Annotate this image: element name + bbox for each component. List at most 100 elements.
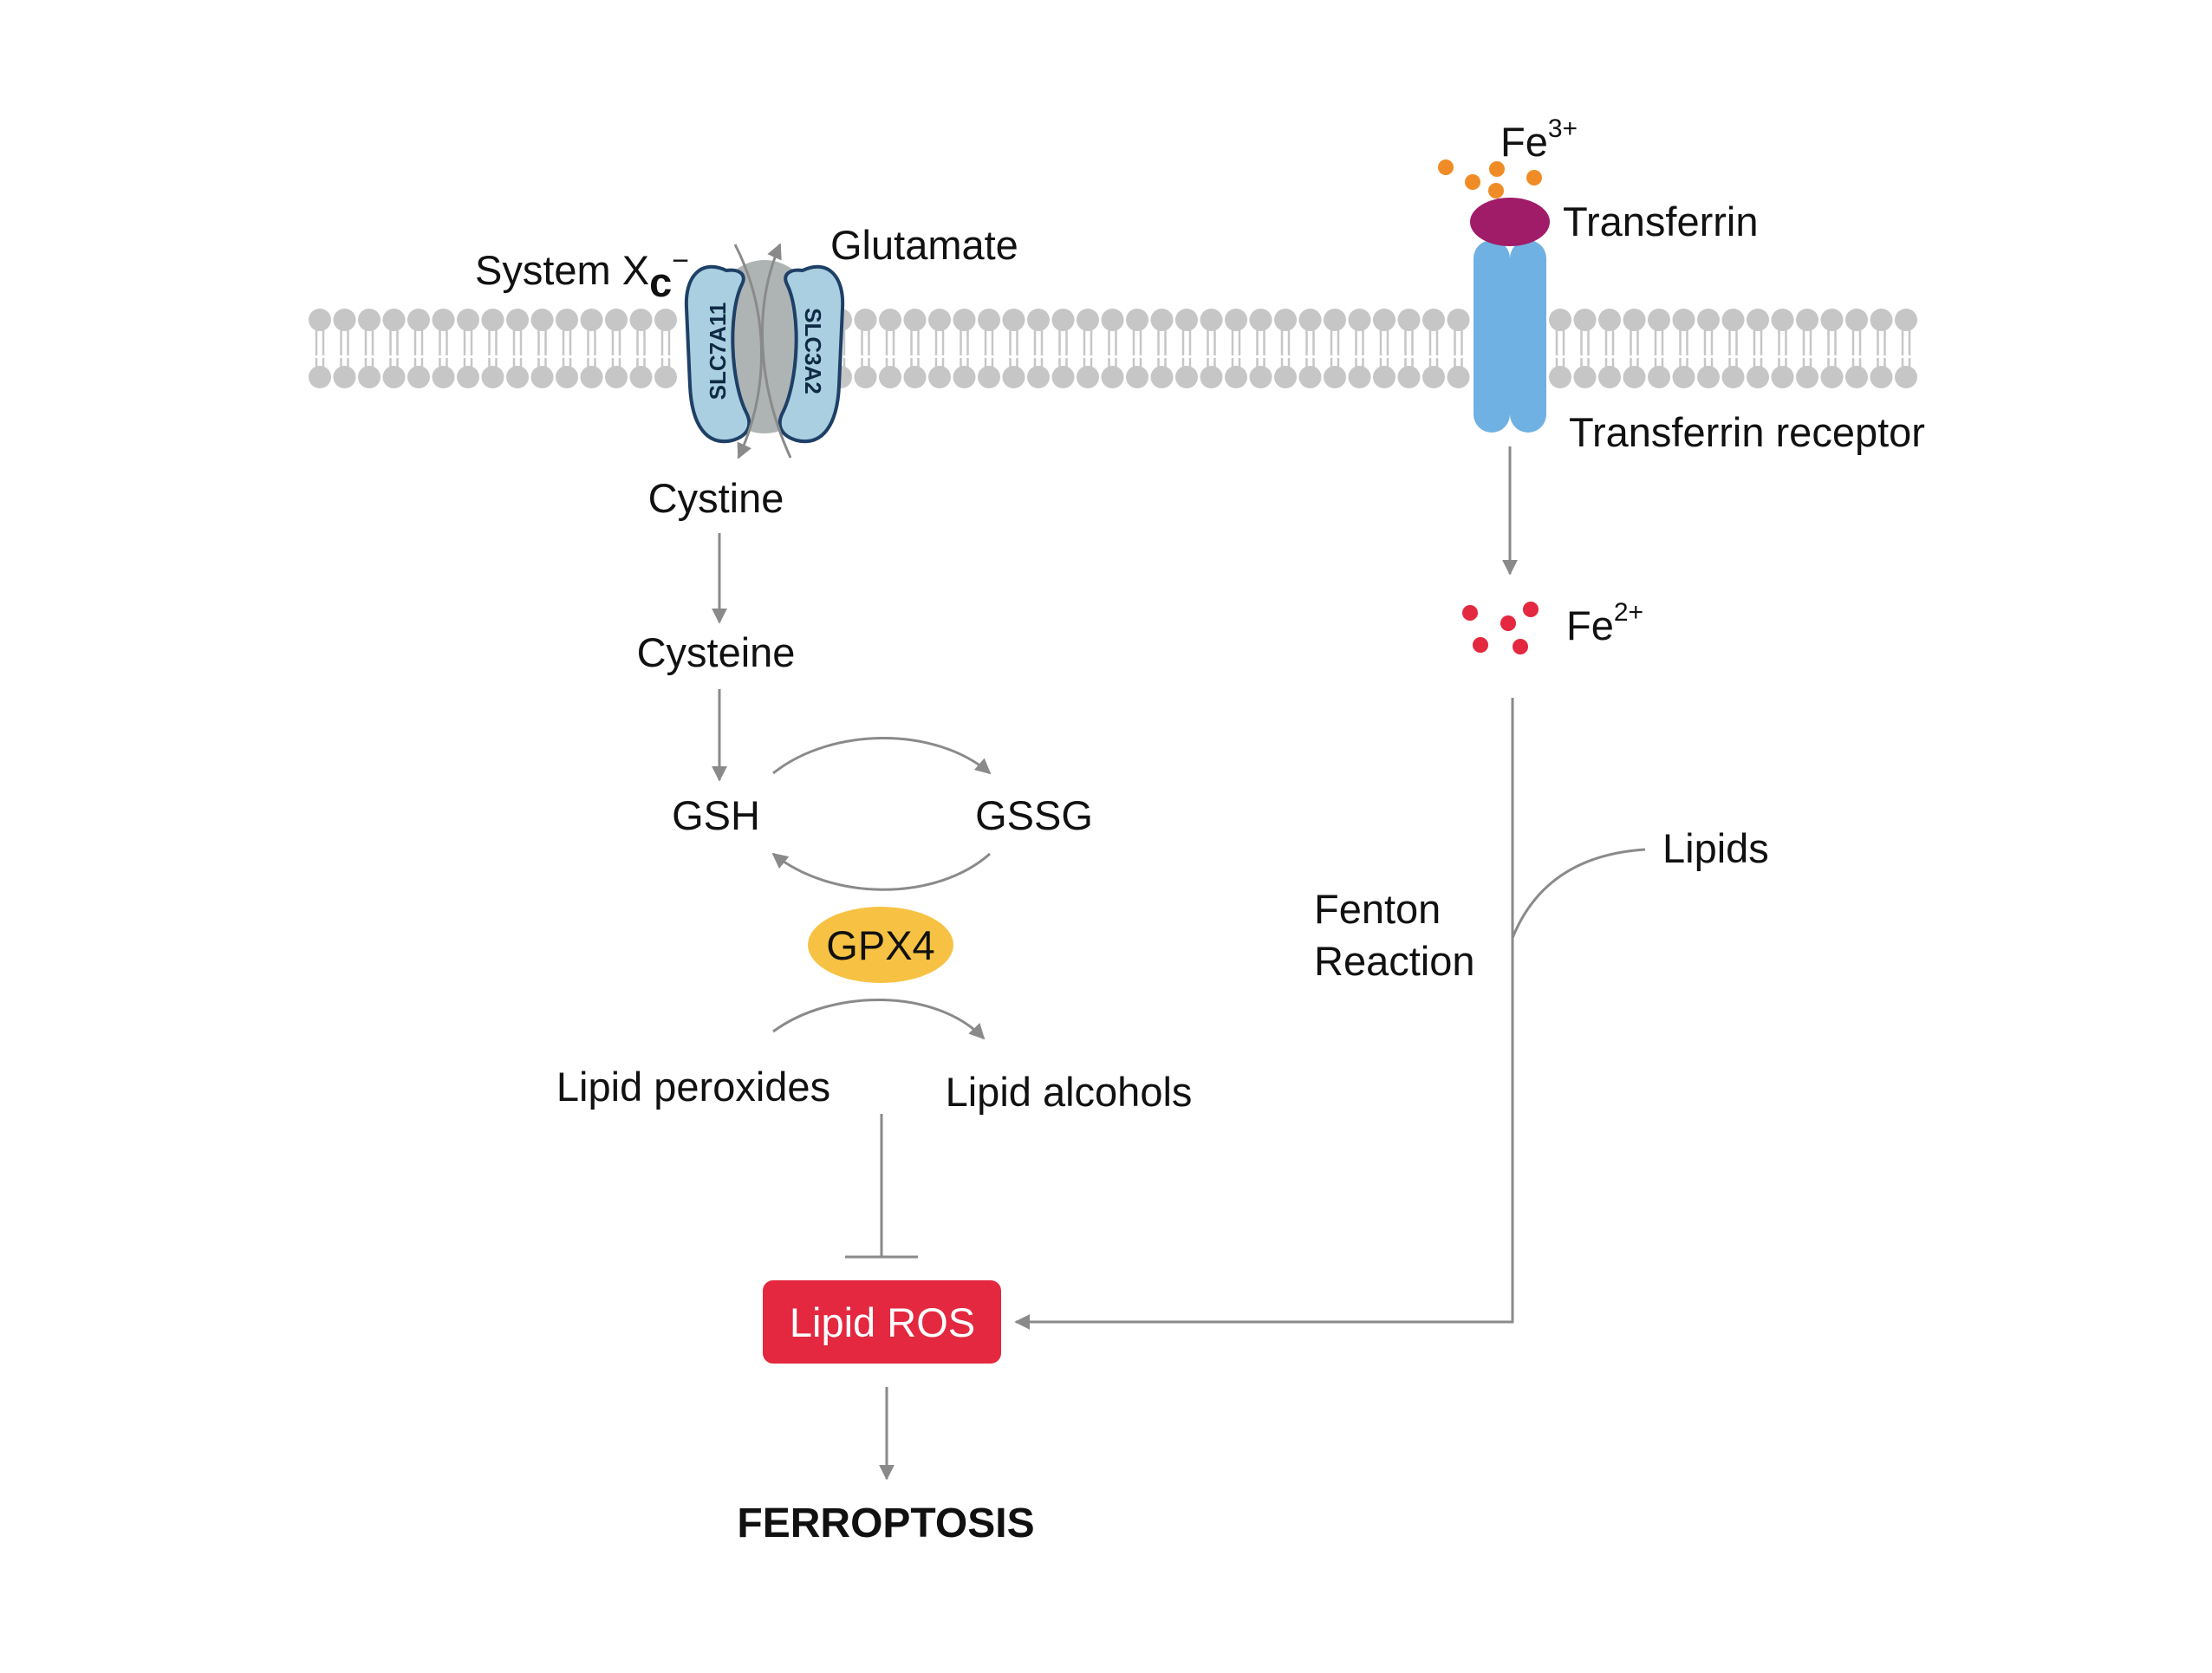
lipid-head bbox=[407, 366, 430, 388]
lipid-head bbox=[903, 309, 927, 331]
lipid-head bbox=[854, 309, 877, 331]
lipid-head bbox=[530, 309, 554, 331]
lipid-head bbox=[953, 366, 976, 388]
lipid-head bbox=[654, 309, 677, 331]
lipid-head bbox=[1324, 309, 1346, 331]
lipid-head bbox=[382, 309, 406, 331]
lipid-head bbox=[1373, 309, 1396, 331]
lipid-head bbox=[1348, 366, 1371, 388]
slc7a11-subunit bbox=[684, 264, 751, 444]
fenton-line-2: Reaction bbox=[1314, 938, 1475, 984]
lipid-head bbox=[605, 309, 628, 331]
lipid-head bbox=[1324, 366, 1346, 388]
cysteine-label: Cysteine bbox=[637, 629, 796, 675]
lipid-head bbox=[1051, 366, 1075, 388]
lipid-head bbox=[1249, 309, 1272, 331]
iron-ion-dot bbox=[1500, 615, 1516, 631]
iron-ion-dot bbox=[1438, 159, 1454, 175]
fenton-reaction-label: Fenton Reaction bbox=[1314, 886, 1475, 984]
lipid-head bbox=[1126, 366, 1148, 388]
lipid-head bbox=[1549, 309, 1571, 331]
lipid-head bbox=[654, 366, 677, 388]
lipid-head bbox=[309, 366, 331, 388]
lipid-head bbox=[481, 309, 504, 331]
lipid-head bbox=[879, 366, 901, 388]
lipid-head bbox=[1274, 309, 1297, 331]
lipid-head bbox=[1175, 366, 1198, 388]
glutamate-label: Glutamate bbox=[830, 222, 1018, 268]
cell-membrane bbox=[309, 309, 1917, 388]
lipid-head bbox=[1200, 309, 1223, 331]
fe2-charge: 2+ bbox=[1614, 598, 1643, 627]
lipid-head bbox=[432, 366, 455, 388]
lipid-head bbox=[1101, 309, 1124, 331]
transferrin-receptor bbox=[1474, 240, 1546, 433]
lipid-head bbox=[1150, 366, 1174, 388]
peroxide-to-alcohol-arrow bbox=[772, 998, 986, 1040]
iron-ion-dot bbox=[1473, 637, 1488, 653]
iron-ion-dot bbox=[1513, 639, 1528, 654]
lipid-head bbox=[1820, 366, 1844, 388]
lipids-input-curve bbox=[1511, 848, 1646, 939]
lipid-head bbox=[580, 309, 603, 331]
lipid-head bbox=[481, 366, 504, 388]
lipid-head bbox=[978, 366, 1000, 388]
lipid-head bbox=[1672, 309, 1695, 331]
lipid-head bbox=[1697, 366, 1720, 388]
lipid-head bbox=[854, 366, 877, 388]
transferrin-receptor-label: Transferrin receptor bbox=[1569, 409, 1925, 455]
lipid-head bbox=[1721, 366, 1745, 388]
lipid-head bbox=[1598, 309, 1621, 331]
system-xc-transporter: SLC7A11 SLC3A2 bbox=[684, 243, 845, 459]
lipid-head bbox=[530, 366, 554, 388]
fe2-symbol: Fe bbox=[1566, 602, 1614, 648]
lipid-peroxides-label: Lipid peroxides bbox=[556, 1064, 830, 1110]
lipid-head bbox=[1845, 309, 1868, 331]
lipid-ros-box bbox=[763, 1280, 1001, 1364]
lipid-head bbox=[1225, 309, 1247, 331]
receptor-left-arm bbox=[1474, 240, 1510, 433]
lipid-head bbox=[1747, 309, 1769, 331]
lipid-head bbox=[1027, 309, 1050, 331]
lipid-head bbox=[1150, 309, 1174, 331]
lipids-label: Lipids bbox=[1662, 825, 1769, 871]
lipid-head bbox=[1051, 309, 1075, 331]
fenton-line-1: Fenton bbox=[1314, 886, 1441, 932]
lipid-head bbox=[1002, 309, 1025, 331]
system-xc-text: System X bbox=[475, 247, 649, 293]
iron-ion-dot bbox=[1523, 602, 1539, 617]
lipid-head bbox=[1796, 309, 1818, 331]
lipid-head bbox=[1573, 366, 1597, 388]
lipid-head bbox=[1648, 366, 1670, 388]
lipid-head bbox=[556, 309, 578, 331]
lipid-head bbox=[1274, 366, 1297, 388]
system-xc-superscript: − bbox=[672, 244, 689, 277]
cystine-label: Cystine bbox=[648, 475, 784, 521]
lipid-head bbox=[333, 309, 356, 331]
cystine-import-arrow bbox=[733, 244, 763, 459]
lipid-alcohols-label: Lipid alcohols bbox=[946, 1069, 1193, 1115]
ferroptosis-label: FERROPTOSIS bbox=[737, 1500, 1034, 1546]
lipid-head bbox=[1697, 309, 1720, 331]
lipid-head bbox=[1820, 309, 1844, 331]
lipid-head bbox=[506, 366, 529, 388]
gpx4-enzyme bbox=[808, 907, 953, 983]
lipid-head bbox=[903, 366, 927, 388]
iron-ion-dot bbox=[1526, 170, 1542, 186]
system-xc-label: System Xc− bbox=[475, 244, 689, 305]
lipid-head bbox=[928, 366, 951, 388]
lipid-head bbox=[556, 366, 578, 388]
lipid-head bbox=[1845, 366, 1868, 388]
lipid-head bbox=[1895, 309, 1917, 331]
lipid-head bbox=[457, 366, 479, 388]
slc3a2-label: SLC3A2 bbox=[800, 308, 826, 394]
lipid-head bbox=[1027, 366, 1050, 388]
iron-ion-dot bbox=[1488, 183, 1504, 199]
lipid-head bbox=[1200, 366, 1223, 388]
lipid-head bbox=[1348, 309, 1371, 331]
lipid-head bbox=[1101, 366, 1124, 388]
lipid-head bbox=[1373, 366, 1396, 388]
lipid-head bbox=[1573, 309, 1597, 331]
lipid-head bbox=[1747, 366, 1769, 388]
lipid-head bbox=[605, 366, 628, 388]
